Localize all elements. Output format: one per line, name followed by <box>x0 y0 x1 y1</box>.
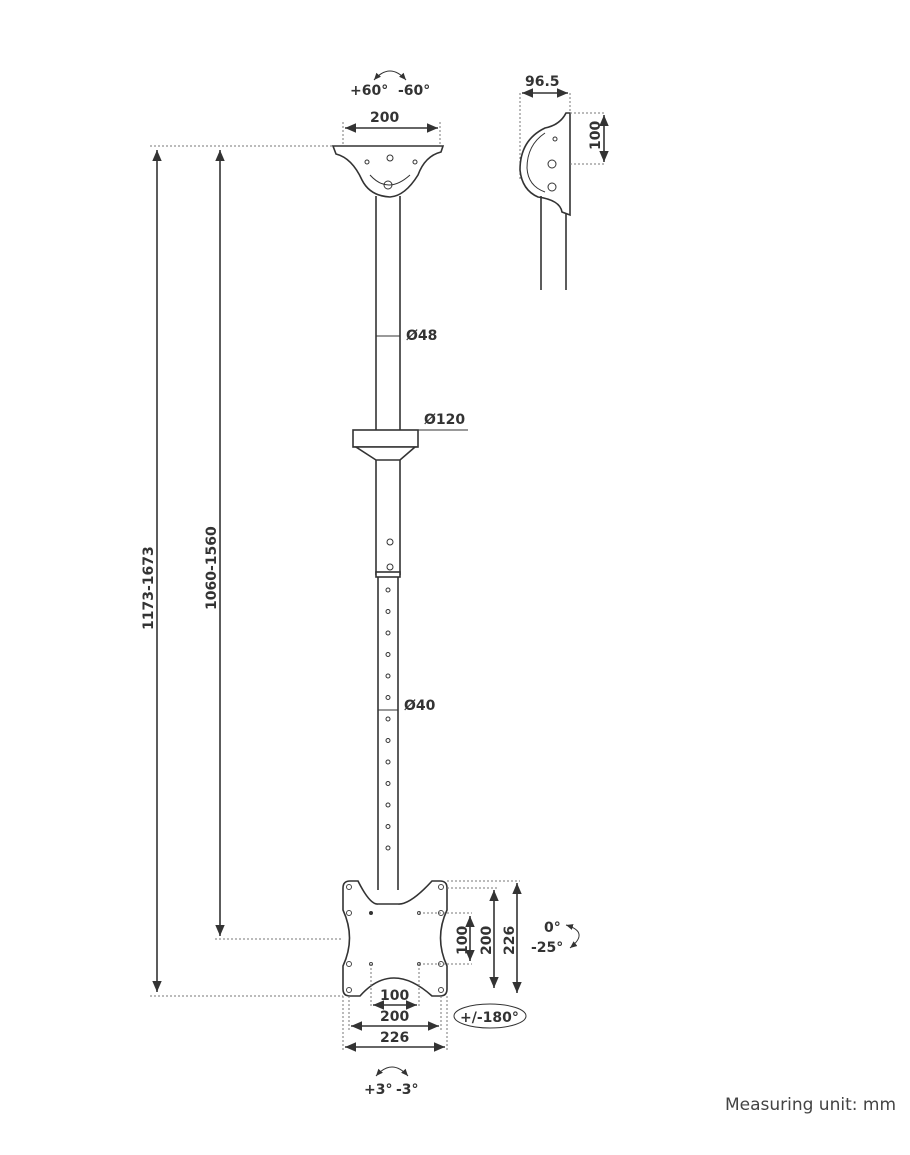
side-height-label: 100 <box>588 121 604 150</box>
level-plus-label: +3° <box>364 1082 392 1098</box>
measuring-unit-note: Measuring unit: mm <box>724 1095 896 1115</box>
pole-height-dimension: 1060-1560 <box>204 150 343 940</box>
adjustment-hole <box>385 738 391 743</box>
adjustment-hole <box>385 587 391 593</box>
total-height-label: 1173-1673 <box>141 546 157 630</box>
adjustment-hole <box>385 673 391 679</box>
rotation-label: +/-180° <box>460 1010 519 1026</box>
vesa-horizontal-226: 226 <box>380 1030 409 1046</box>
adjustment-hole <box>385 759 391 765</box>
adjustment-hole <box>385 695 391 700</box>
level-indicator: +3° -3° <box>364 1066 419 1098</box>
top-plate-width-label: 200 <box>370 110 399 126</box>
vesa-vertical-226: 226 <box>502 926 518 955</box>
upper-tube-diameter-label: Ø48 <box>406 328 437 344</box>
tilt-indicator: 0° -25° <box>531 920 580 956</box>
vesa-vertical-dimensions: 100 200 226 <box>419 880 522 993</box>
rotation-indicator: +/-180° <box>453 1003 527 1029</box>
level-minus-label: -3° <box>396 1082 419 1098</box>
adjustment-hole <box>385 630 391 636</box>
adjustment-hole <box>385 652 391 657</box>
collar-diameter-label: Ø120 <box>424 412 465 428</box>
swivel-indicator-top: +60° -60° <box>350 70 430 99</box>
adjustment-hole <box>385 609 391 614</box>
side-depth-label: 96.5 <box>525 74 560 90</box>
adjustment-hole <box>385 824 391 829</box>
adjustment-hole <box>385 845 391 851</box>
swivel-minus-label: -60° <box>398 83 430 99</box>
lower-outer-tube <box>375 460 401 578</box>
ceiling-plate <box>331 145 445 198</box>
vesa-vertical-200: 200 <box>479 926 495 955</box>
swivel-plus-label: +60° <box>350 83 388 99</box>
vesa-horizontal-100: 100 <box>380 988 409 1004</box>
adjustment-hole <box>385 716 391 722</box>
total-height-dimension: 1173-1673 <box>141 145 343 997</box>
top-plate-width-dimension: 200 <box>342 110 441 148</box>
upper-tube: Ø48 <box>375 196 437 430</box>
lower-tube-diameter-label: Ø40 <box>404 698 436 714</box>
pole-height-label: 1060-1560 <box>204 526 220 610</box>
vesa-horizontal-200: 200 <box>380 1009 409 1025</box>
inner-tube: Ø40 <box>377 577 436 890</box>
collar: Ø120 <box>352 412 468 461</box>
vesa-plate <box>342 880 448 997</box>
adjustment-hole <box>385 781 391 786</box>
tilt-up-label: 0° <box>544 920 561 936</box>
vesa-horizontal-dimensions: 100 200 226 <box>342 964 448 1052</box>
vesa-vertical-100: 100 <box>455 926 471 955</box>
tilt-down-label: -25° <box>531 940 563 956</box>
side-view: 96.5 100 <box>519 74 609 290</box>
adjustment-hole <box>385 802 391 808</box>
